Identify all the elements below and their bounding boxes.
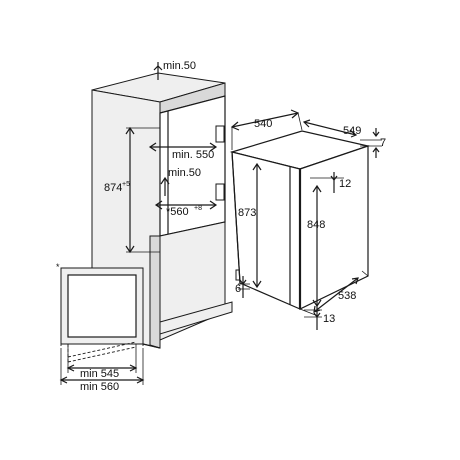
label-min545: min 545 — [80, 368, 119, 380]
label-min50-mid: min.50 — [168, 167, 201, 179]
dim-6: 6 — [235, 276, 250, 298]
label-min550: min. 550 — [172, 149, 214, 161]
hinge-upper-icon — [215, 125, 225, 143]
dim-13: 13 — [304, 304, 335, 330]
label-874: 874 — [104, 182, 122, 194]
label-873: 873 — [238, 207, 256, 219]
label-560-tolerance: +8 — [194, 205, 202, 212]
niche-plinth — [159, 301, 233, 335]
label-540: 540 — [254, 118, 272, 130]
dim-min50-top: min.50 — [153, 60, 196, 80]
plan-view-inset: * min 545 min 560 — [56, 262, 145, 393]
dim-560: *560 +8 — [154, 200, 218, 218]
plan-appliance-outline — [67, 274, 137, 338]
hinge-lower-icon — [215, 183, 225, 201]
label-874-tolerance: +5 — [122, 181, 130, 188]
label-549: 549 — [343, 125, 361, 137]
label-538: 538 — [338, 290, 356, 302]
dim-540: 540 — [230, 109, 303, 150]
label-min560: min 560 — [80, 381, 119, 393]
label-560: *560 — [166, 206, 189, 218]
dim-874: 874 +5 — [104, 126, 160, 254]
niche-lower-edge — [149, 235, 161, 349]
dim-549: 549 — [302, 119, 361, 138]
dim-min50-mid: min.50 — [160, 167, 201, 196]
label-min50-top: min.50 — [163, 60, 196, 72]
dim-12: 12 — [310, 172, 351, 193]
dim-538: 538 — [299, 270, 369, 317]
label-13: 13 — [323, 313, 335, 325]
appliance-body — [229, 130, 371, 310]
label-7: 7 — [380, 137, 386, 149]
label-asterisk: * — [56, 262, 60, 272]
label-848: 848 — [307, 219, 325, 231]
dim-873: 873 — [238, 162, 262, 289]
dim-7: 7 — [360, 128, 386, 158]
label-6: 6 — [235, 283, 241, 295]
label-12: 12 — [339, 178, 351, 190]
dim-min550: min. 550 — [148, 142, 218, 161]
